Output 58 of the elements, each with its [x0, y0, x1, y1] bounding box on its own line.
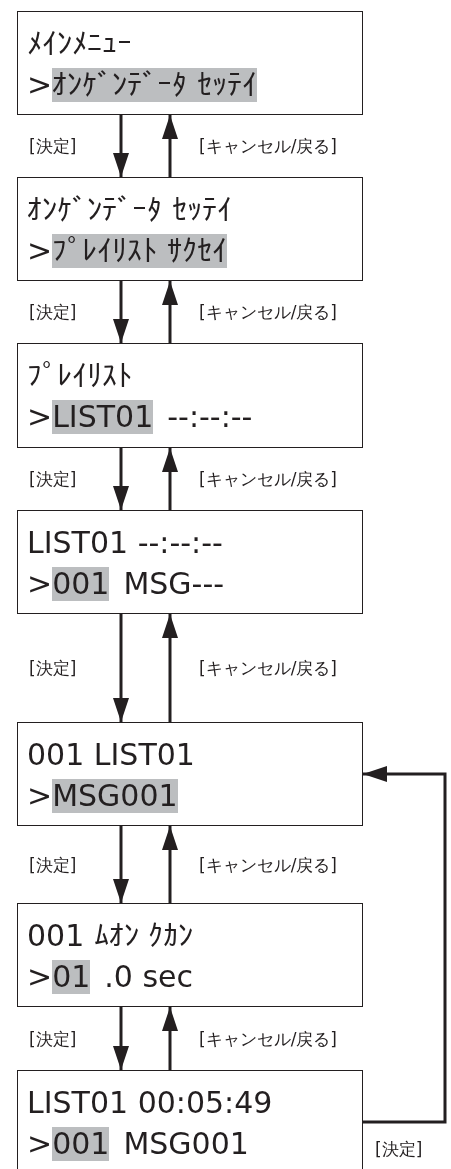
- edge-label: [キャンセル/戻る]: [198, 135, 338, 157]
- lcd-screen: [17, 722, 363, 826]
- lcd-screen: [17, 903, 363, 1007]
- edge-label: [決定]: [374, 1138, 424, 1160]
- screen-text: MSG---: [123, 567, 225, 601]
- arrow: [363, 766, 447, 1124]
- selected-item: ｵﾝｹﾞﾝﾃﾞｰﾀ ｾｯﾃｲ: [52, 68, 257, 102]
- lcd-screen: [17, 1070, 363, 1169]
- cursor-mark: >: [27, 567, 53, 601]
- arrow: [162, 1007, 178, 1070]
- screen-text: --:--:--: [167, 400, 253, 434]
- screen-text: 001 ﾑｵﾝ ｸｶﾝ: [27, 919, 194, 953]
- arrow: [113, 1007, 129, 1070]
- screen-text: LIST01 --:--:--: [27, 526, 223, 560]
- edge-label: [決定]: [28, 135, 78, 157]
- lcd-screen: [17, 343, 363, 448]
- cursor-mark: >: [27, 68, 53, 102]
- edge-label: [キャンセル/戻る]: [198, 1027, 338, 1050]
- selected-item: ﾌﾟﾚｲﾘｽﾄ ｻｸｾｲ: [52, 234, 227, 268]
- screen-text: .0 sec: [104, 960, 194, 994]
- edge-label: [キャンセル/戻る]: [198, 853, 338, 876]
- edge-label: [決定]: [28, 1027, 78, 1050]
- arrow: [162, 614, 178, 722]
- selected-item: 001: [52, 567, 110, 601]
- arrow: [113, 826, 129, 903]
- screen-text: LIST01 00:05:49: [27, 1086, 273, 1120]
- screen-text: ｵﾝｹﾞﾝﾃﾞｰﾀ ｾｯﾃｲ: [27, 193, 232, 227]
- lcd-screen: [17, 177, 363, 281]
- edge-label: [決定]: [28, 853, 78, 876]
- arrow: [162, 115, 178, 177]
- screen-text: MSG001: [123, 1127, 249, 1161]
- arrow: [162, 448, 178, 510]
- cursor-mark: >: [27, 779, 53, 813]
- edge-label: [キャンセル/戻る]: [198, 657, 338, 679]
- edge-label: [決定]: [28, 301, 78, 323]
- selected-item: LIST01: [52, 400, 154, 434]
- arrow: [162, 826, 178, 903]
- edge-label: [決定]: [28, 468, 78, 490]
- selected-item: 001: [52, 1127, 110, 1161]
- selected-item: MSG001: [52, 779, 178, 813]
- arrow: [113, 281, 129, 343]
- lcd-screen: [17, 510, 363, 614]
- lcd-screen: [17, 11, 363, 115]
- cursor-mark: >: [27, 1127, 53, 1161]
- screen-text: ﾌﾟﾚｲﾘｽﾄ: [27, 359, 132, 393]
- cursor-mark: >: [27, 960, 53, 994]
- screen-text: 001 LIST01: [27, 738, 195, 772]
- cursor-mark: >: [27, 234, 53, 268]
- edge-label: [キャンセル/戻る]: [198, 468, 338, 490]
- arrow: [162, 281, 178, 343]
- edge-label: [決定]: [28, 657, 78, 679]
- cursor-mark: >: [27, 400, 53, 434]
- arrow: [113, 115, 129, 177]
- arrow: [113, 448, 129, 510]
- arrow: [113, 614, 129, 722]
- selected-item: 01: [52, 960, 91, 994]
- edge-label: [キャンセル/戻る]: [198, 301, 338, 323]
- screen-text: ﾒｲﾝﾒﾆｭｰ: [27, 27, 132, 61]
